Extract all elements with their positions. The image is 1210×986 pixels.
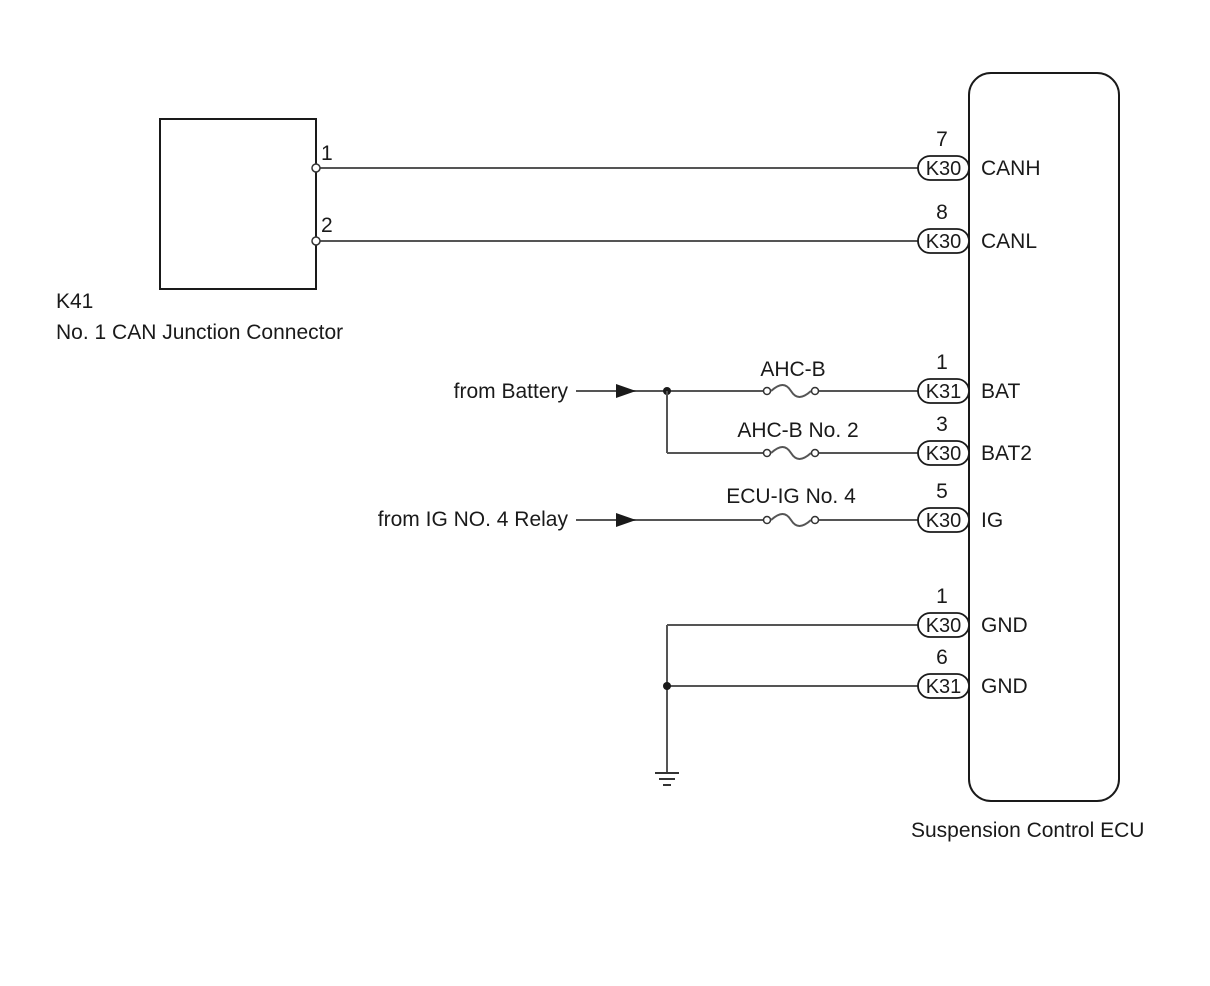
pin-number: 1 xyxy=(936,351,948,374)
ig-arrow-icon xyxy=(616,513,636,527)
pin-signal-name: CANH xyxy=(981,157,1041,180)
connector-capsule xyxy=(917,673,970,699)
fuse-ecu-ig-terminal-l xyxy=(762,515,772,525)
pin-number: 7 xyxy=(936,128,948,151)
junction-terminal-1 xyxy=(311,163,321,173)
junction-connector-name: No. 1 CAN Junction Connector xyxy=(56,321,343,344)
connector-capsule xyxy=(917,507,970,533)
pin-number: 1 xyxy=(936,585,948,608)
pin-number: 3 xyxy=(936,413,948,436)
ground-splice xyxy=(663,682,671,690)
junction-connector-box xyxy=(159,118,317,290)
connector-code: K30 xyxy=(926,443,962,465)
pin-number: 6 xyxy=(936,646,948,669)
pin-number: 5 xyxy=(936,480,948,503)
connector-capsule xyxy=(917,155,970,181)
pin-signal-name: IG xyxy=(981,509,1003,532)
ecu-pin-group: K307CANHK308CANLK311BATK303BAT2K305IGK30… xyxy=(917,128,1041,699)
pin-signal-name: BAT2 xyxy=(981,442,1032,465)
fuse-ecu-ig-label: ECU-IG No. 4 xyxy=(726,485,856,508)
connector-capsule xyxy=(917,612,970,638)
connector-code: K31 xyxy=(926,676,962,698)
source-battery: from Battery xyxy=(454,380,569,403)
battery-arrow-icon xyxy=(616,384,636,398)
fuse-ecu-ig-terminal-r xyxy=(810,515,820,525)
pin-signal-name: GND xyxy=(981,675,1028,698)
junction-terminal-2 xyxy=(311,236,321,246)
junction-pin-2: 2 xyxy=(321,214,333,237)
ecu-box xyxy=(968,72,1120,802)
ecu-pin-row: K30 5IG xyxy=(917,480,1003,533)
junction-pin-1: 1 xyxy=(321,142,333,165)
connector-code: K31 xyxy=(926,381,962,403)
fuse-ahc-b-label: AHC-B xyxy=(760,358,825,381)
pin-signal-name: CANL xyxy=(981,230,1037,253)
connector-code: K30 xyxy=(926,510,962,532)
pin-number: 8 xyxy=(936,201,948,224)
ecu-name: Suspension Control ECU xyxy=(911,819,1144,842)
connector-capsule xyxy=(917,440,970,466)
fuse-ecu-ig-icon xyxy=(770,513,812,527)
pin-signal-name: GND xyxy=(981,614,1028,637)
connector-code: K30 xyxy=(926,615,962,637)
connector-capsule xyxy=(917,378,970,404)
source-ig-relay: from IG NO. 4 Relay xyxy=(378,508,569,531)
connector-code: K30 xyxy=(926,231,962,253)
fuse-ahc-b-no2-terminal-l xyxy=(762,448,772,458)
fuse-ahc-b-no2-terminal-r xyxy=(810,448,820,458)
fuse-ahc-b-terminal-l xyxy=(762,386,772,396)
fuse-ahc-b-terminal-r xyxy=(810,386,820,396)
connector-capsule xyxy=(917,228,970,254)
connector-code: K30 xyxy=(926,158,962,180)
fuse-ahc-b-no2-label: AHC-B No. 2 xyxy=(737,419,858,442)
fuse-ahc-b-icon xyxy=(770,384,812,398)
ground-icon xyxy=(655,772,679,786)
fuse-ahc-b-no2-icon xyxy=(770,446,812,460)
pin-signal-name: BAT xyxy=(981,380,1020,403)
junction-connector-code: K41 xyxy=(56,290,93,313)
